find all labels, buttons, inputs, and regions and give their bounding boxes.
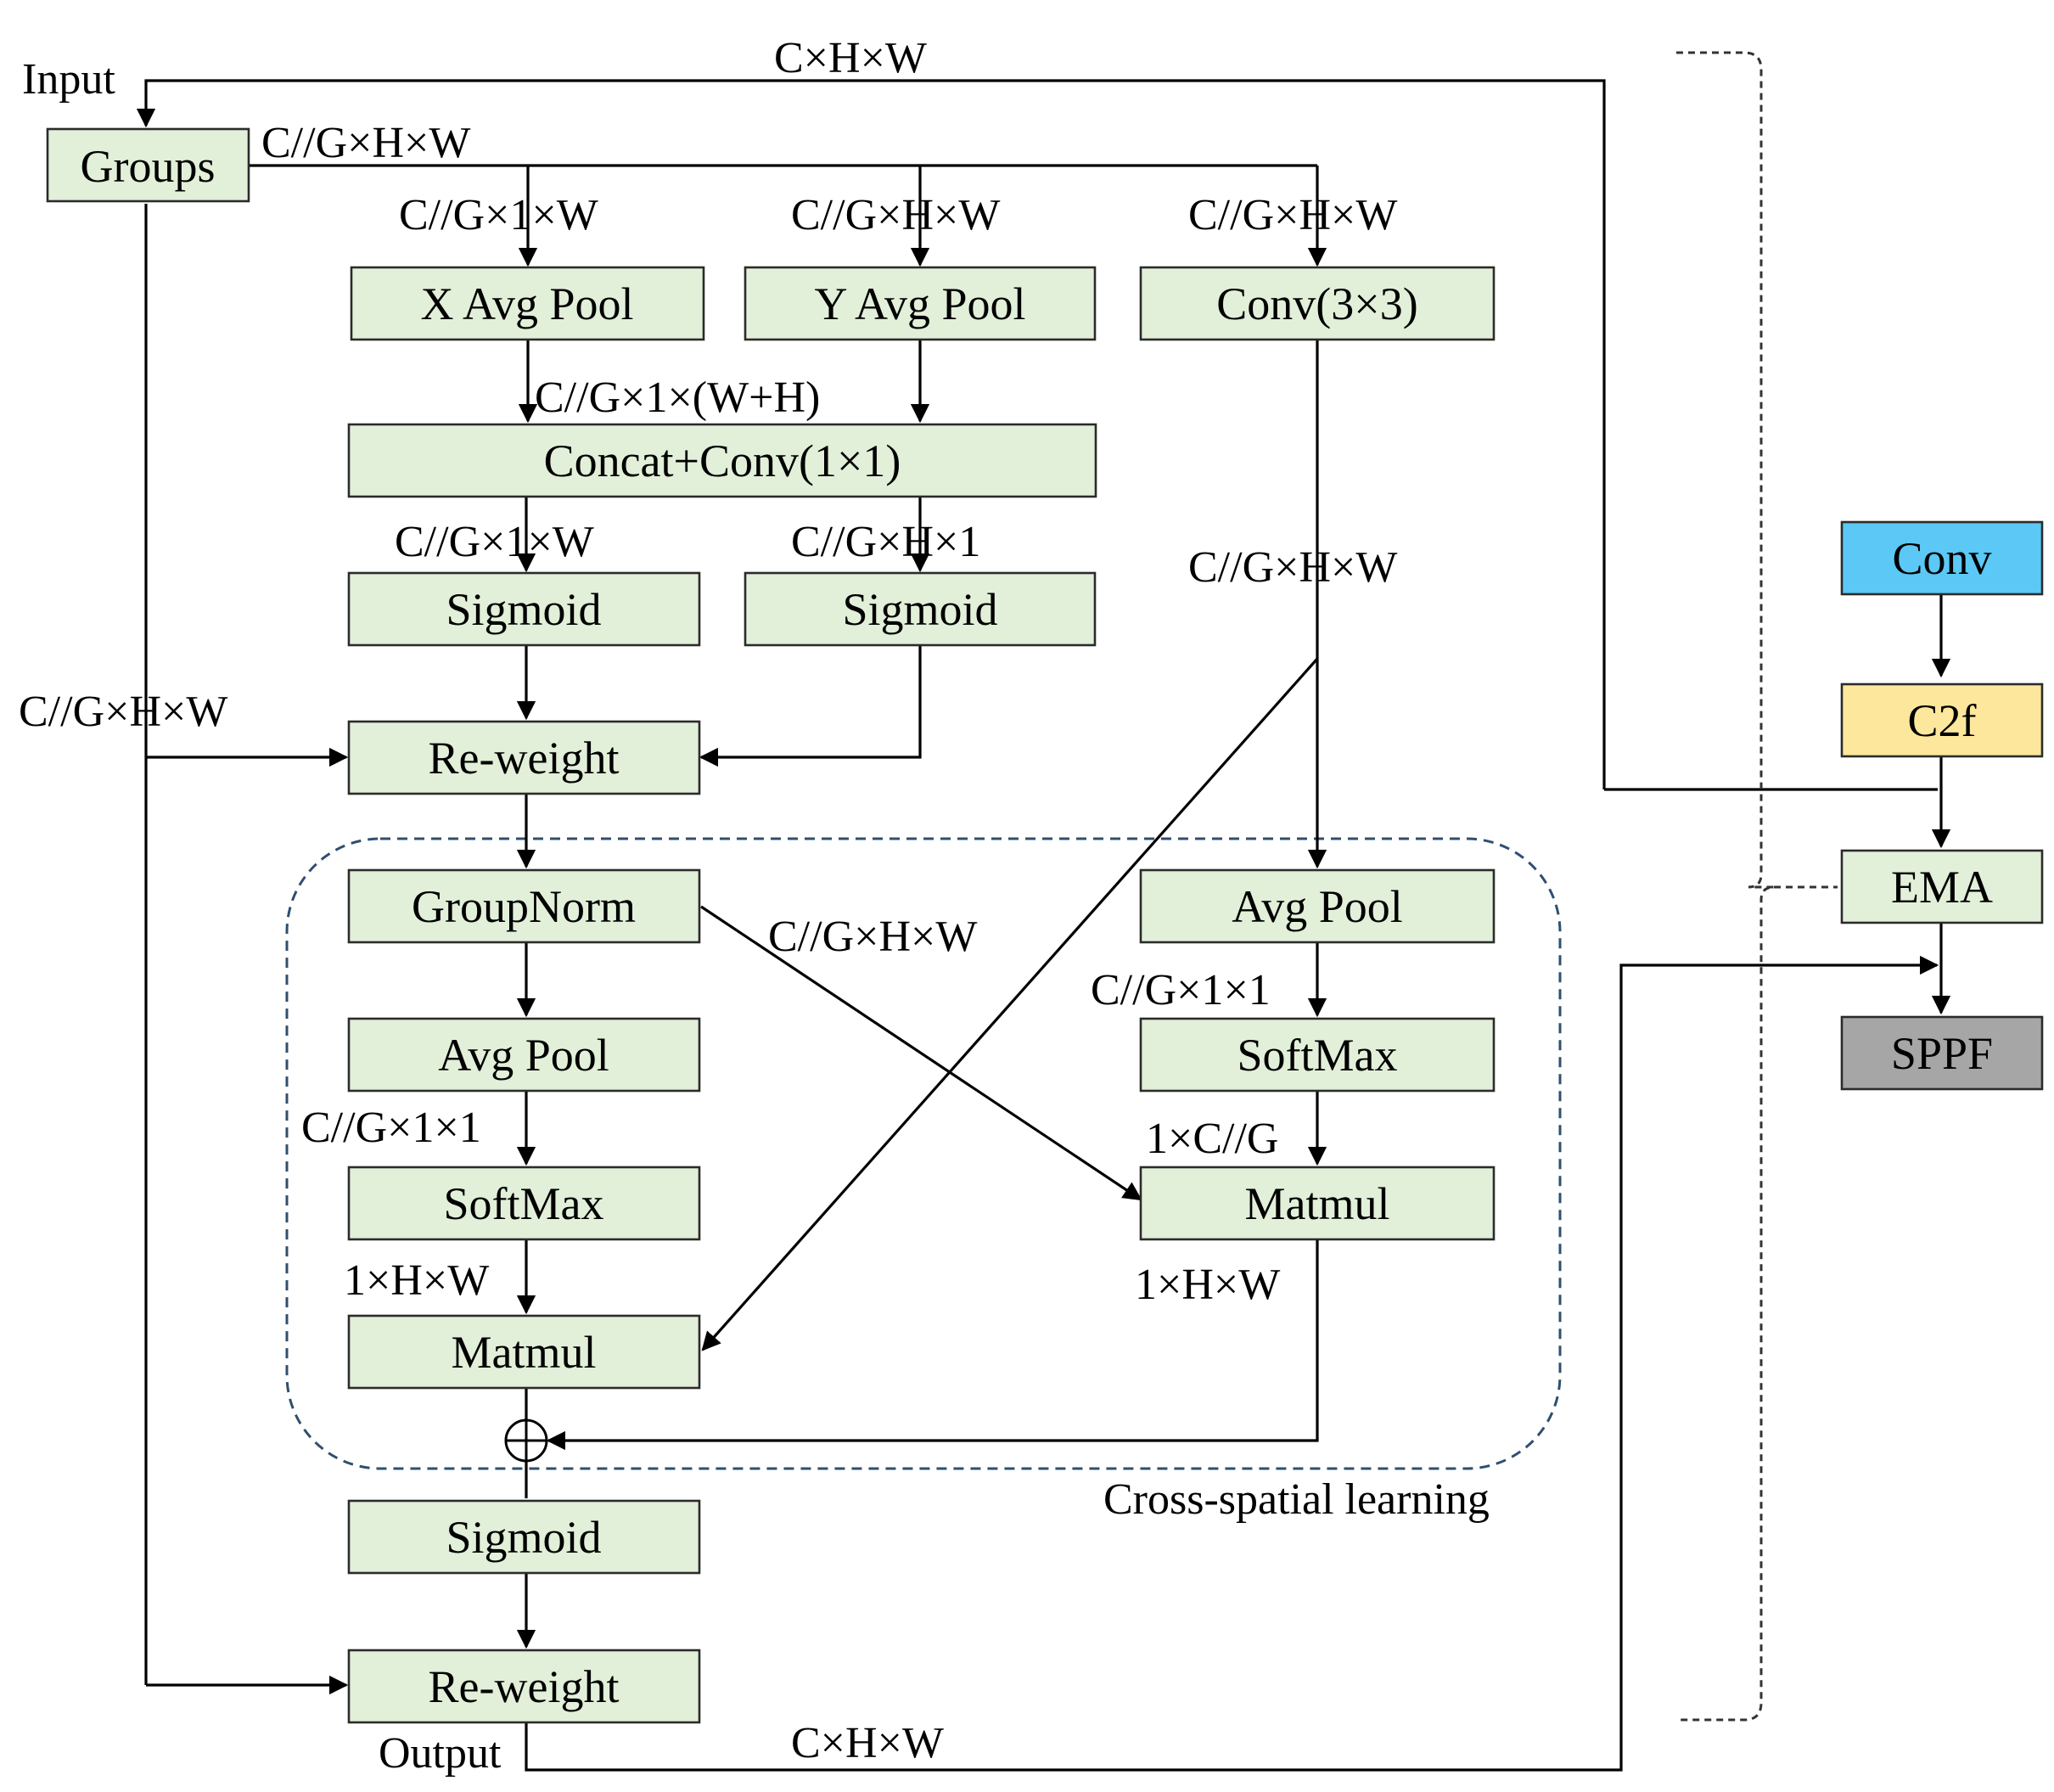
box-softmax-right: SoftMax <box>1139 1017 1496 1093</box>
box-softmax-left: SoftMax <box>347 1166 701 1241</box>
box-matmul-right: Matmul <box>1139 1166 1496 1241</box>
bracket <box>1676 51 1775 1722</box>
label-left-avg-out: C//G×1×1 <box>301 1104 481 1152</box>
box-y-avg-pool-label: Y Avg Pool <box>814 278 1025 329</box>
label-left-soft-out: 1×H×W <box>344 1256 489 1305</box>
pipeline-conv-label: Conv <box>1892 533 1991 584</box>
box-groups: Groups <box>46 127 250 203</box>
box-groupnorm-label: GroupNorm <box>412 881 636 932</box>
label-chw-bottom: C×H×W <box>791 1719 944 1767</box>
box-concat: Concat+Conv(1×1) <box>347 423 1097 498</box>
box-y-avg-pool: Y Avg Pool <box>744 266 1097 341</box>
box-softmax-right-label: SoftMax <box>1237 1030 1398 1081</box>
pipeline-ema-label: EMA <box>1891 862 1993 913</box>
box-avg-pool-left-label: Avg Pool <box>438 1030 609 1081</box>
box-matmul-right-label: Matmul <box>1245 1178 1390 1229</box>
box-avg-pool-left: Avg Pool <box>347 1017 701 1093</box>
label-right-avg-out: C//G×1×1 <box>1091 966 1271 1014</box>
box-groups-label: Groups <box>81 141 216 192</box>
label-input: Input <box>22 55 115 104</box>
label-cross-title: Cross-spatial learning <box>1103 1475 1490 1524</box>
box-concat-label: Concat+Conv(1×1) <box>544 435 901 486</box>
box-softmax-left-label: SoftMax <box>444 1178 604 1229</box>
box-x-avg-pool: X Avg Pool <box>350 266 705 341</box>
box-reweight-1: Re-weight <box>347 720 701 795</box>
box-sigmoid-x-label: Sigmoid <box>446 584 601 635</box>
cross-spatial-region <box>285 837 1562 1470</box>
label-right-soft-out: 1×C//G <box>1146 1115 1278 1163</box>
label-right-mat-out: 1×H×W <box>1135 1261 1280 1309</box>
label-sig1-in: C//G×1×W <box>395 518 594 566</box>
label-cross: C//G×H×W <box>768 913 977 961</box>
box-conv3x3-label: Conv(3×3) <box>1216 278 1417 329</box>
label-y-pool-in: C//G×H×W <box>791 191 1000 239</box>
pipeline-c2f: C2f <box>1840 683 2044 758</box>
box-sigmoid-x: Sigmoid <box>347 571 701 647</box>
box-conv3x3: Conv(3×3) <box>1139 266 1496 341</box>
label-x-pool-in: C//G×1×W <box>399 191 598 239</box>
box-x-avg-pool-label: X Avg Pool <box>420 278 633 329</box>
label-groups-out: C//G×H×W <box>261 119 470 167</box>
box-reweight-2: Re-weight <box>347 1649 701 1724</box>
label-left-branch: C//G×H×W <box>19 688 227 736</box>
label-conv3-out: C//G×H×W <box>1188 543 1397 592</box>
label-concat-in: C//G×1×(W+H) <box>535 374 820 422</box>
box-reweight-2-label: Re-weight <box>429 1661 620 1712</box>
pipeline-sppf-label: SPPF <box>1891 1028 1993 1079</box>
pipeline-sppf: SPPF <box>1840 1015 2044 1091</box>
box-matmul-left: Matmul <box>347 1314 701 1390</box>
pipeline-c2f-label: C2f <box>1908 695 1977 746</box>
box-sigmoid-final: Sigmoid <box>347 1499 701 1575</box>
box-avg-pool-right-label: Avg Pool <box>1232 881 1403 932</box>
label-conv3-in: C//G×H×W <box>1188 191 1397 239</box>
box-reweight-1-label: Re-weight <box>429 733 620 784</box>
box-avg-pool-right: Avg Pool <box>1139 868 1496 944</box>
pipeline-conv: Conv <box>1840 520 2044 596</box>
box-sigmoid-final-label: Sigmoid <box>446 1512 601 1563</box>
connections <box>136 79 1951 1772</box>
pipeline-ema: EMA <box>1840 849 2044 924</box>
label-sig2-in: C//G×H×1 <box>791 518 980 566</box>
box-matmul-left-label: Matmul <box>452 1327 597 1378</box>
label-chw-top: C×H×W <box>774 34 927 82</box>
box-groupnorm: GroupNorm <box>347 868 701 944</box>
box-sigmoid-y: Sigmoid <box>744 571 1097 647</box>
add-operator <box>504 1418 548 1463</box>
label-output: Output <box>379 1729 502 1778</box>
box-sigmoid-y-label: Sigmoid <box>842 584 997 635</box>
